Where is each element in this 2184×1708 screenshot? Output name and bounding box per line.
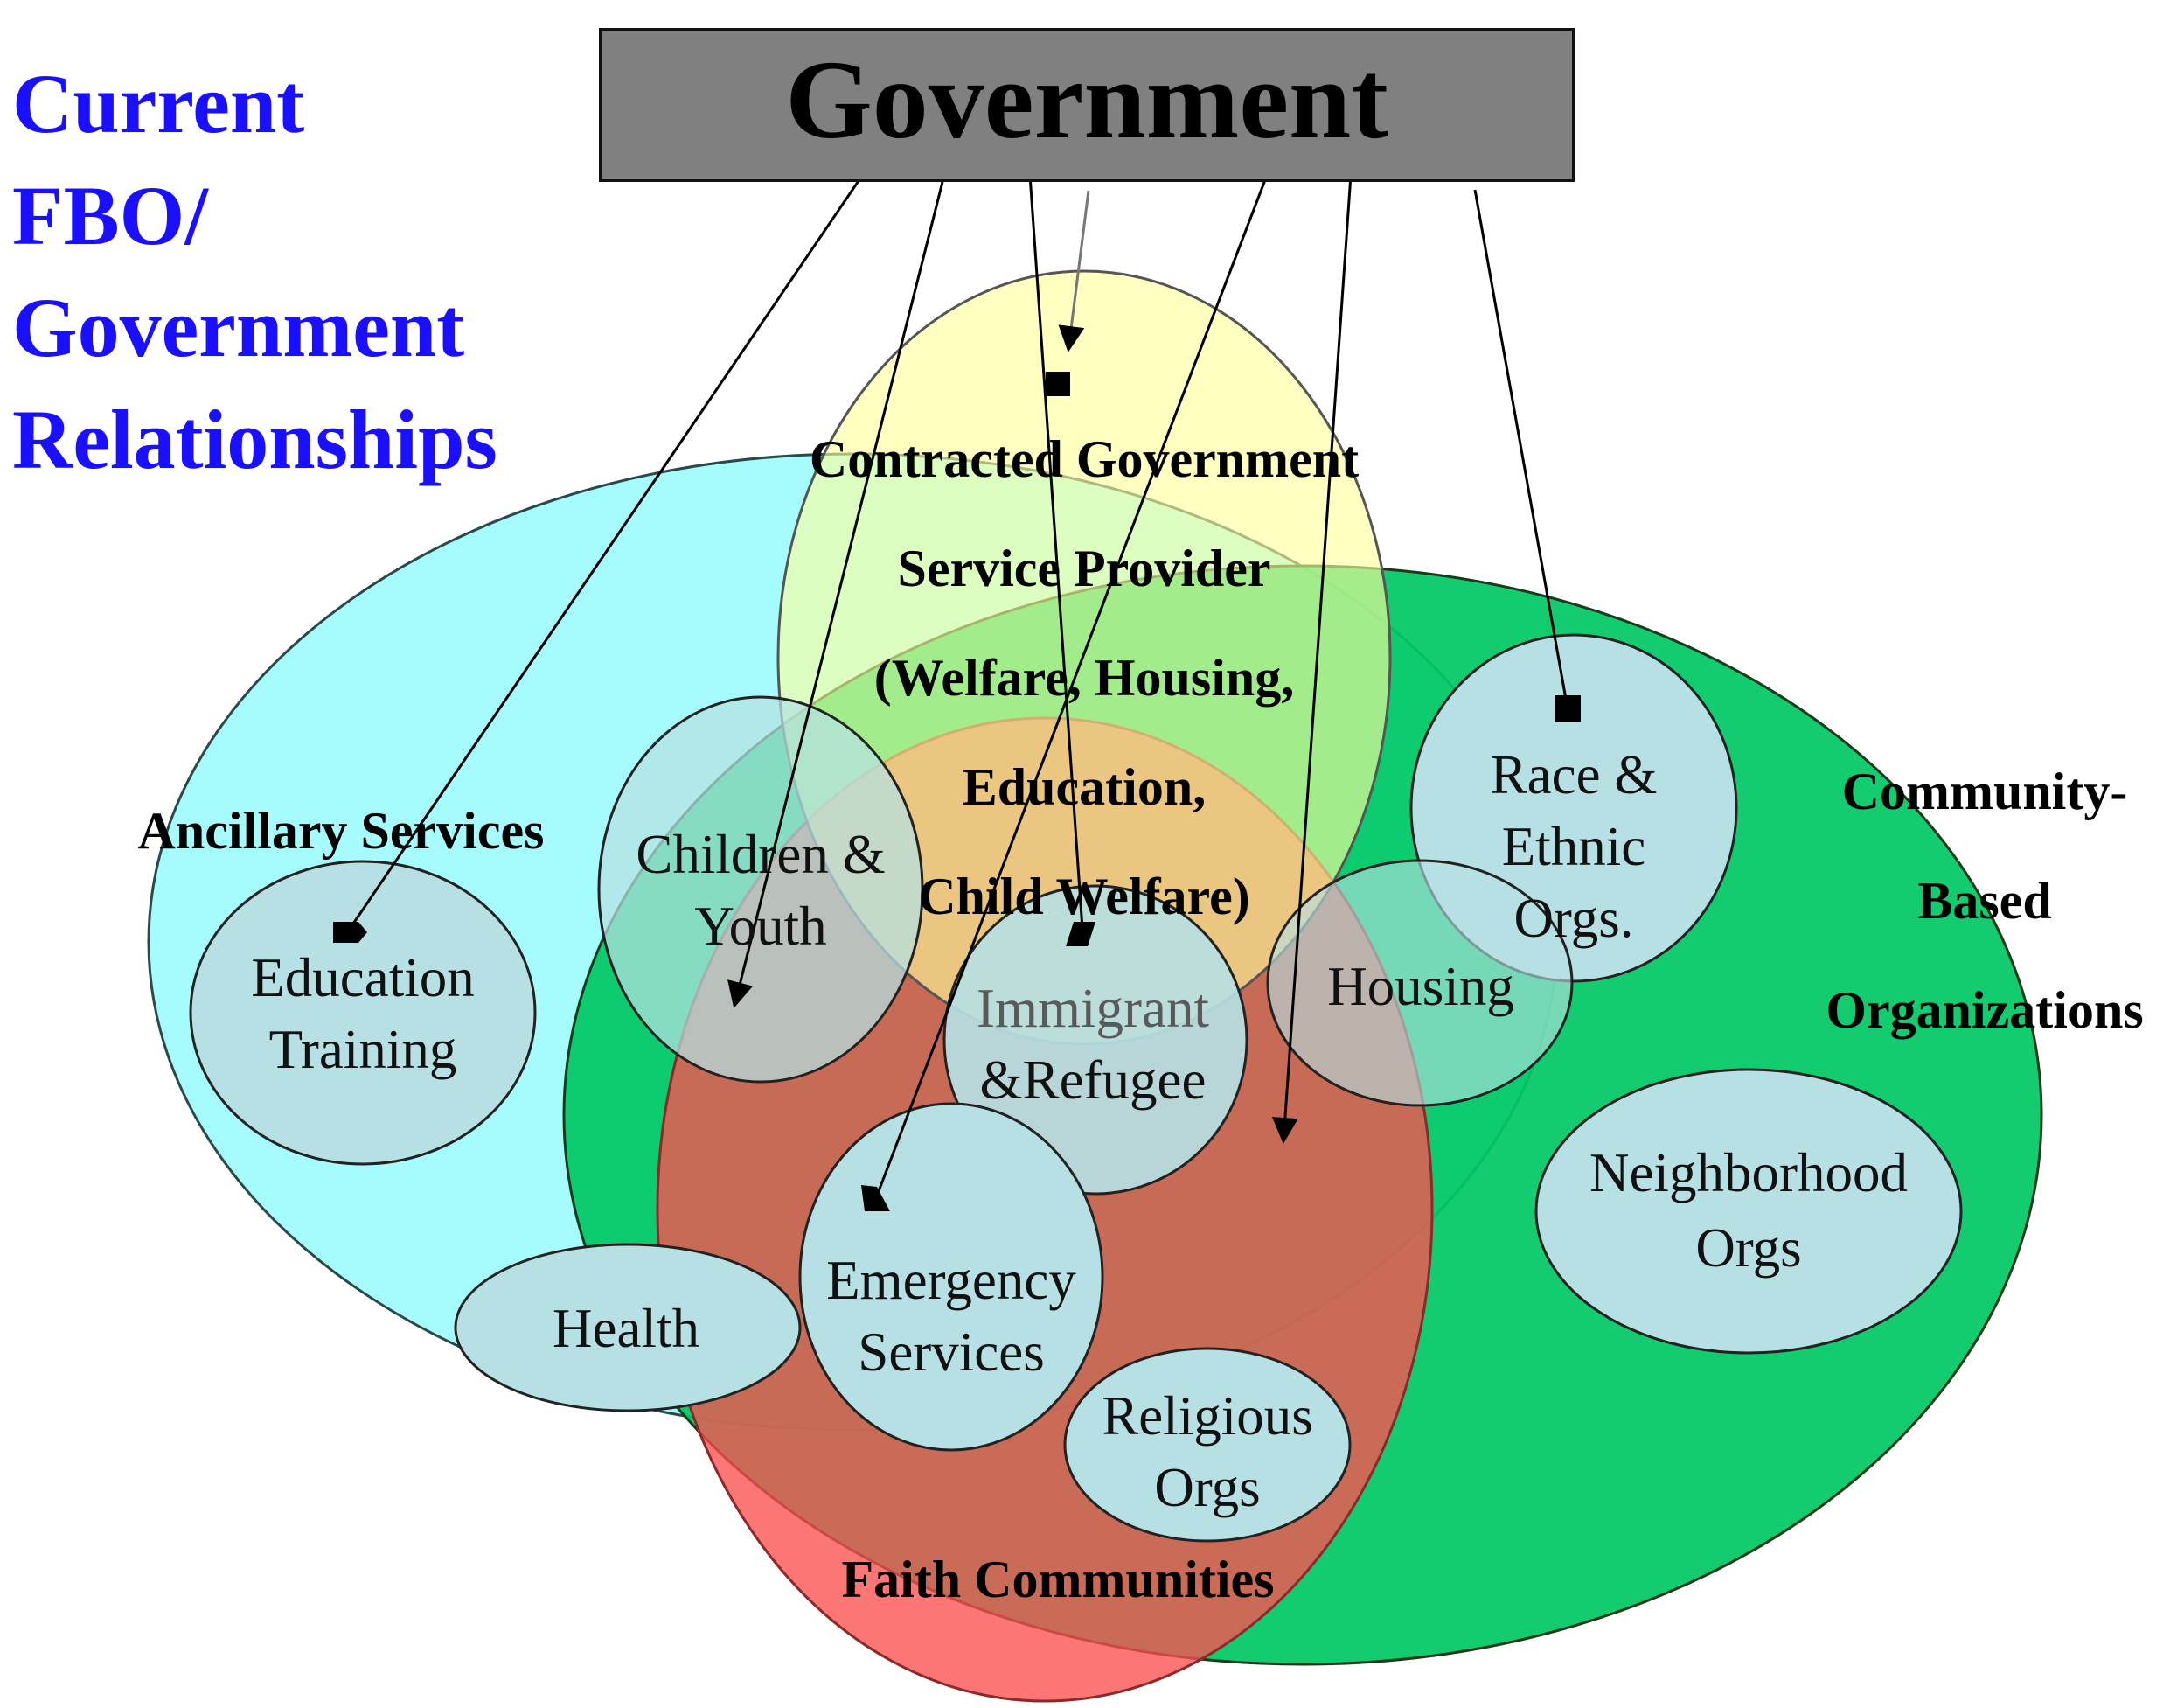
- immigrant-refugee-ellipse: [942, 884, 1248, 1196]
- community-label-line: Organizations: [1826, 981, 2144, 1039]
- endpoint-emergency: [861, 1185, 890, 1211]
- race-label-line: Ethnic: [1501, 816, 1646, 877]
- emergency-services-label: Emergency Services: [776, 1244, 1126, 1388]
- endpoint-square-race: [1555, 695, 1581, 722]
- government-connectors: [348, 136, 1568, 1203]
- endpoint-immigrant: [1066, 922, 1095, 946]
- title-line: FBO/: [12, 169, 209, 262]
- diagram-title: Current FBO/ Government Relationships: [12, 48, 497, 496]
- neighborhood-label-line: Neighborhood: [1589, 1142, 1908, 1203]
- connector-education: [348, 148, 882, 930]
- health-ellipse: [454, 1243, 802, 1412]
- connector-children: [727, 181, 944, 1008]
- immigrant-label-line: Immigrant: [977, 978, 1209, 1039]
- contracted-label-line: Education,: [962, 758, 1207, 816]
- race-label-line: Race &: [1490, 744, 1658, 805]
- religious-orgs-label: Religious Orgs: [1033, 1380, 1382, 1523]
- children-youth-label: Children & Youth: [586, 819, 936, 962]
- children-label-line: Youth: [694, 896, 827, 957]
- contracted-label-line: Child Welfare): [918, 868, 1250, 925]
- title-line: Government: [12, 281, 465, 374]
- community-label-line: Based: [1917, 872, 2052, 930]
- health-label: Health: [553, 1298, 699, 1359]
- connector-race: [1473, 189, 1568, 705]
- emergency-label-line: Emergency: [826, 1250, 1076, 1311]
- education-label-line: Training: [268, 1019, 457, 1080]
- religious-label-line: Orgs: [1154, 1457, 1261, 1518]
- religious-orgs-ellipse: [1063, 1347, 1352, 1543]
- education-label-line: Education: [251, 947, 475, 1008]
- emergency-label-line: Services: [858, 1321, 1045, 1383]
- government-label: Government: [785, 38, 1388, 162]
- government-box: Government: [599, 28, 1575, 182]
- immigrant-refugee-label: Immigrant &Refugee: [918, 973, 1268, 1116]
- education-training-label: Education Training: [188, 942, 538, 1085]
- children-youth-ellipse: [597, 695, 924, 1084]
- neighborhood-label-line: Orgs: [1695, 1217, 1802, 1279]
- connector-faith: [1271, 136, 1355, 1144]
- contracted-label-line: Contracted Government: [809, 430, 1360, 488]
- children-label-line: Children &: [636, 824, 886, 885]
- community-label-line: Community-: [1841, 763, 2128, 820]
- ancillary-services-label: Ancillary Services: [137, 802, 545, 860]
- housing-label: Housing: [1327, 956, 1514, 1017]
- religious-label-line: Religious: [1102, 1385, 1313, 1447]
- title-line: Relationships: [12, 393, 497, 486]
- connector-immigrant: [1026, 136, 1084, 930]
- connector-endpoints: [333, 372, 1581, 1211]
- endpoint-square-contracted: [1046, 372, 1070, 396]
- race-ethnic-label: Race & Ethnic Orgs.: [1399, 739, 1749, 954]
- faith-communities-label: Faith Communities: [841, 1551, 1275, 1608]
- neighborhood-orgs-label: Neighborhood Orgs: [1574, 1135, 1923, 1286]
- housing-ellipse: [1266, 859, 1574, 1107]
- contracted-government-label: Contracted Government Service Provider (…: [734, 405, 1434, 952]
- contracted-label-line: Service Provider: [897, 540, 1271, 597]
- race-label-line: Orgs.: [1513, 888, 1634, 949]
- education-training-ellipse: [189, 860, 537, 1166]
- connector-contracted: [1058, 190, 1090, 352]
- contracted-label-line: (Welfare, Housing,: [873, 649, 1295, 707]
- title-line: Current: [12, 57, 305, 150]
- endpoint-education: [333, 922, 367, 943]
- community-based-label: Community- Based Organizations: [1784, 737, 2184, 1065]
- immigrant-label-line: &Refugee: [979, 1049, 1207, 1111]
- connector-emergency: [873, 165, 1272, 1203]
- neighborhood-orgs-ellipse: [1534, 1068, 1963, 1355]
